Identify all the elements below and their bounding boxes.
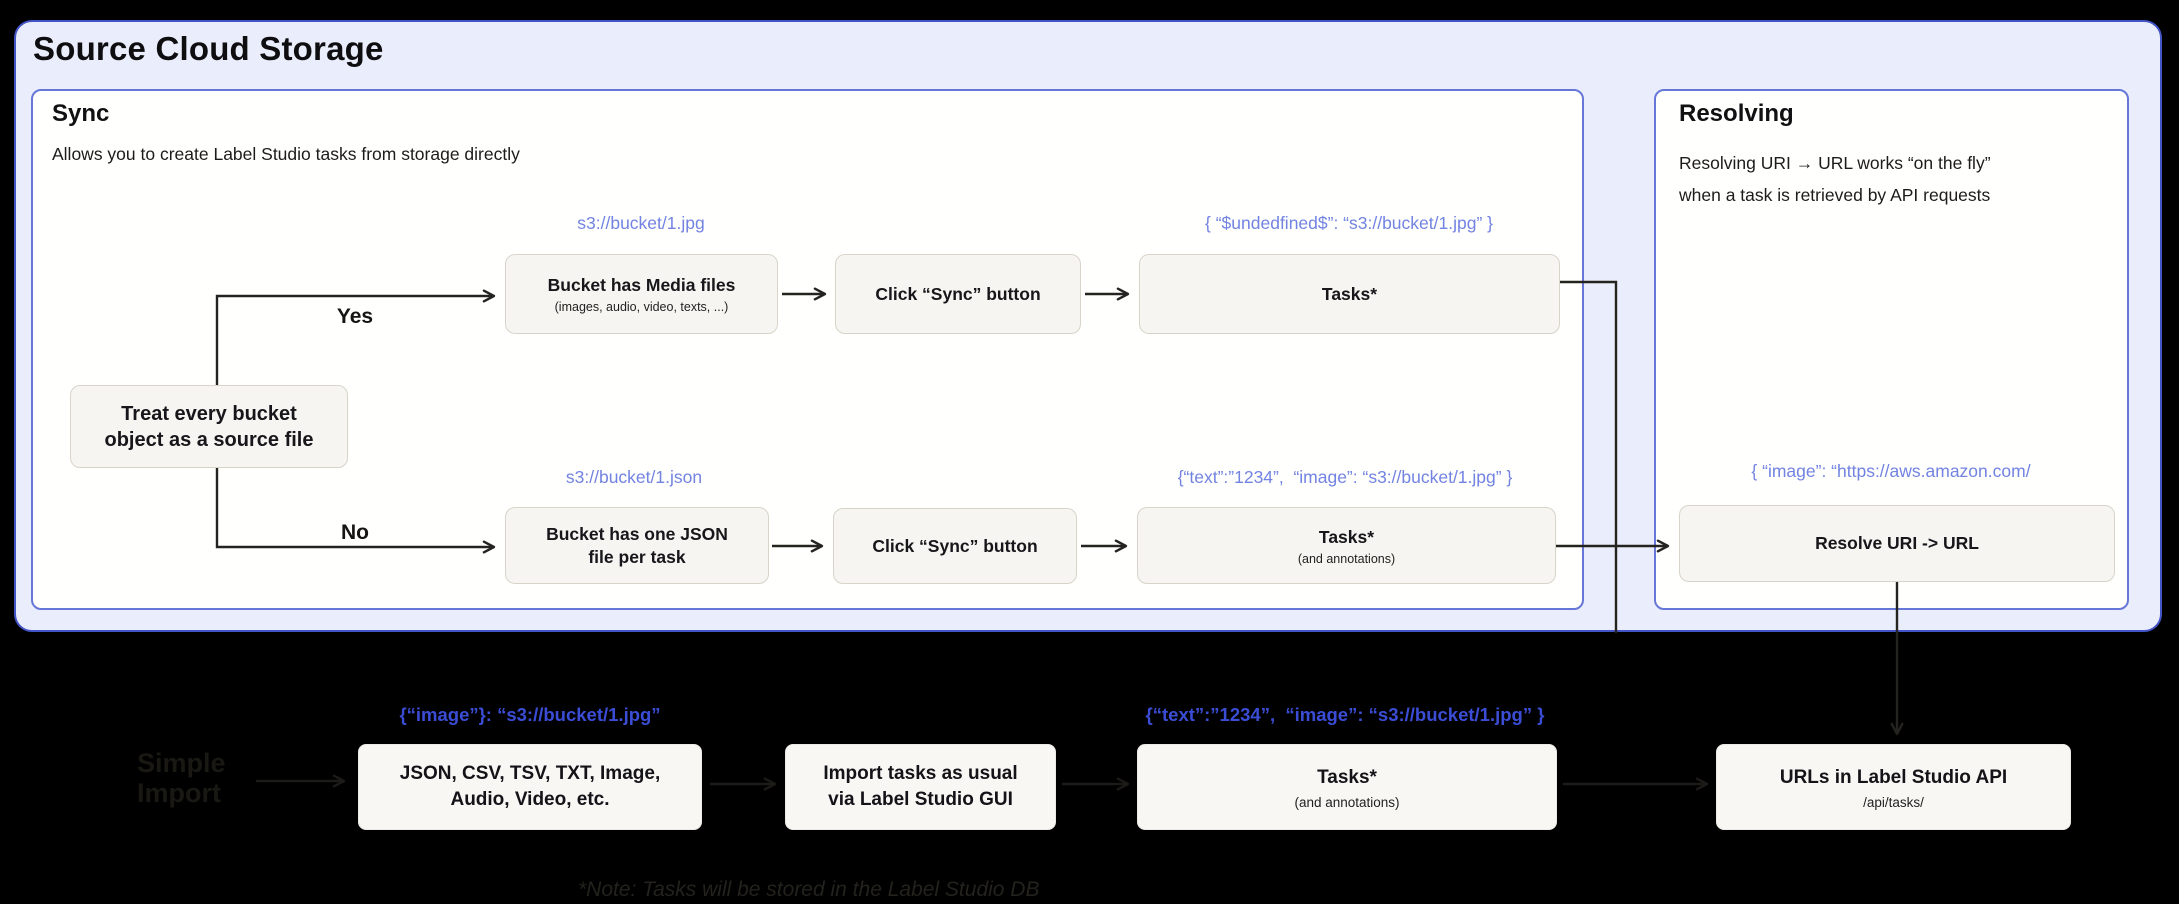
- import-gui-line2: via Label Studio GUI: [828, 789, 1013, 810]
- tasks-title-1: Tasks*: [1321, 283, 1378, 304]
- tasks-sub-3: (and annotations): [1294, 794, 1400, 810]
- sync-button-label-1: Click “Sync” button: [875, 283, 1041, 304]
- api-urls-sub: /api/tasks/: [1863, 794, 1924, 810]
- formats-box: JSON, CSV, TSV, TXT, Image, Audio, Video…: [358, 744, 702, 830]
- simple-import-label: Simple Import: [137, 748, 226, 808]
- formats-line2: Audio, Video, etc.: [450, 789, 610, 810]
- arrow-yes-branch: [215, 289, 496, 385]
- tasks-box-2: Tasks* (and annotations): [1137, 507, 1556, 584]
- sync-button-box-2: Click “Sync” button: [833, 508, 1077, 584]
- sync-title: Sync: [52, 100, 110, 127]
- branch-yes-label: Yes: [336, 305, 374, 328]
- sync-button-label-2: Click “Sync” button: [872, 535, 1038, 556]
- bucket-json-line1: Bucket has one JSON: [546, 523, 728, 544]
- page-title: Source Cloud Storage: [33, 30, 384, 67]
- bucket-media-box: Bucket has Media files (images, audio, v…: [505, 254, 778, 334]
- connector-tasks1-down: [1560, 280, 1618, 633]
- uri-label-media: s3://bucket/1.jpg: [577, 213, 705, 233]
- tasks-sub-2: (and annotations): [1297, 551, 1396, 566]
- api-urls-box: URLs in Label Studio API /api/tasks/: [1716, 744, 2071, 830]
- tasks-title-3: Tasks*: [1317, 766, 1377, 788]
- resolve-uri-label: Resolve URI -> URL: [1815, 533, 1979, 553]
- api-urls-title: URLs in Label Studio API: [1779, 766, 2008, 788]
- import-gui-box: Import tasks as usual via Label Studio G…: [785, 744, 1056, 830]
- tasks-box-1: Tasks*: [1139, 254, 1560, 334]
- simple-import-line1: Simple: [137, 748, 226, 778]
- bucket-json-box: Bucket has one JSON file per task: [505, 507, 769, 584]
- note-text: *Note: Tasks will be stored in the Label…: [578, 878, 1040, 901]
- bucket-media-sub: (images, audio, video, texts, ...): [554, 300, 729, 314]
- resolving-body-line1: Resolving URI → URL works “on the fly”: [1679, 153, 1991, 173]
- tasks-box-3: Tasks* (and annotations): [1137, 744, 1557, 830]
- tasks-json-label-3: {“text”:”1234”, “image”: “s3://bucket/1.…: [1145, 704, 1545, 725]
- uri-label-json: s3://bucket/1.json: [565, 467, 703, 487]
- decision-line2: object as a source file: [104, 428, 314, 451]
- resolved-url-json-line1: { “image”: “https://aws.amazon.com/: [1751, 461, 2031, 481]
- sync-button-box-1: Click “Sync” button: [835, 254, 1081, 334]
- sync-subtitle: Allows you to create Label Studio tasks …: [52, 144, 520, 164]
- formats-line1: JSON, CSV, TSV, TXT, Image,: [399, 763, 661, 784]
- tasks-title-2: Tasks*: [1318, 526, 1375, 547]
- resolving-body: Resolving URI → URL works “on the fly” w…: [1679, 147, 2109, 211]
- import-gui-line1: Import tasks as usual: [823, 763, 1018, 784]
- import-json-label: {“image”}: “s3://bucket/1.jpg”: [399, 704, 661, 725]
- resolve-uri-box: Resolve URI -> URL: [1679, 505, 2115, 582]
- branch-no-label: No: [341, 521, 369, 544]
- resolving-body-line2: when a task is retrieved by API requests: [1679, 185, 1991, 205]
- decision-line1: Treat every bucket: [121, 402, 297, 425]
- bucket-media-title: Bucket has Media files: [547, 275, 736, 295]
- bucket-json-line2: file per task: [588, 546, 686, 567]
- tasks-json-label-1: { “$undedfined$”: “s3://bucket/1.jpg” }: [1205, 213, 1493, 233]
- simple-import-line2: Import: [137, 778, 221, 808]
- resolving-title: Resolving: [1679, 100, 1794, 127]
- decision-box: Treat every bucket object as a source fi…: [70, 385, 348, 468]
- tasks-json-label-2: {“text”:”1234”, “image”: “s3://bucket/1.…: [1177, 467, 1513, 487]
- arrow-no-branch: [215, 468, 496, 554]
